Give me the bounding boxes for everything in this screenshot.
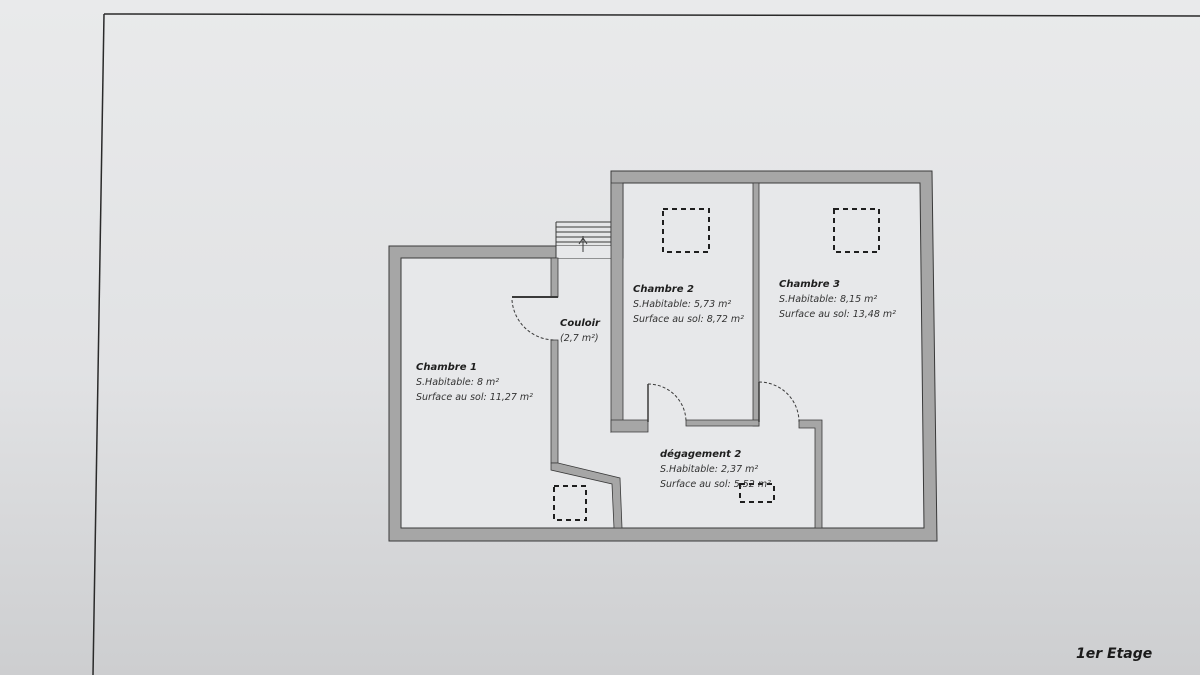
chambre1-sol: Surface au sol: 11,27 m² — [416, 392, 533, 403]
chambre3-habitable: S.Habitable: 8,15 m² — [779, 294, 878, 305]
chambre1-habitable: S.Habitable: 8 m² — [416, 377, 500, 388]
chambre3-name: Chambre 3 — [779, 279, 840, 290]
wall-chambre2-west — [610, 182, 624, 433]
chambre2-label: Chambre 2 S.Habitable: 5,73 m² Surface a… — [633, 282, 744, 327]
chambre1-name: Chambre 1 — [416, 362, 477, 373]
chambre2-habitable: S.Habitable: 5,73 m² — [633, 299, 732, 310]
chambre3-label: Chambre 3 S.Habitable: 8,15 m² Surface a… — [779, 277, 896, 322]
page-frame-top — [103, 13, 1200, 17]
chambre2-name: Chambre 2 — [633, 284, 694, 295]
skylight-icon — [553, 208, 880, 521]
floor-level-label: 1er Etage — [1076, 646, 1153, 662]
door-swing-icon — [511, 299, 800, 423]
degagement2-name: dégagement 2 — [660, 449, 742, 460]
wall-chambre2-south-left — [610, 419, 649, 433]
door-leaf — [647, 382, 760, 422]
couloir-area: (2,7 m²) — [560, 333, 599, 344]
wall-chambre3-south — [798, 419, 823, 529]
degagement2-habitable: S.Habitable: 2,37 m² — [660, 464, 759, 475]
couloir-name: Couloir — [560, 318, 600, 329]
wall-angled — [550, 462, 623, 529]
chambre3-sol: Surface au sol: 13,48 m² — [779, 309, 896, 320]
wall-chambre1-east-lower — [550, 339, 559, 464]
page-frame-left — [92, 13, 105, 675]
chambre2-sol: Surface au sol: 8,72 m² — [633, 314, 744, 325]
wall-chambre1-east-upper — [550, 257, 559, 298]
wall-chambre2-east — [752, 182, 760, 427]
chambre1-label: Chambre 1 S.Habitable: 8 m² Surface au s… — [416, 360, 533, 405]
wall-chambre2-south-right — [685, 419, 760, 427]
degagement2-sol: Surface au sol: 5,52 m² — [660, 479, 771, 490]
degagement2-label: dégagement 2 S.Habitable: 2,37 m² Surfac… — [660, 447, 771, 492]
couloir-label: Couloir (2,7 m²) — [560, 316, 600, 346]
staircase-icon — [555, 221, 611, 258]
